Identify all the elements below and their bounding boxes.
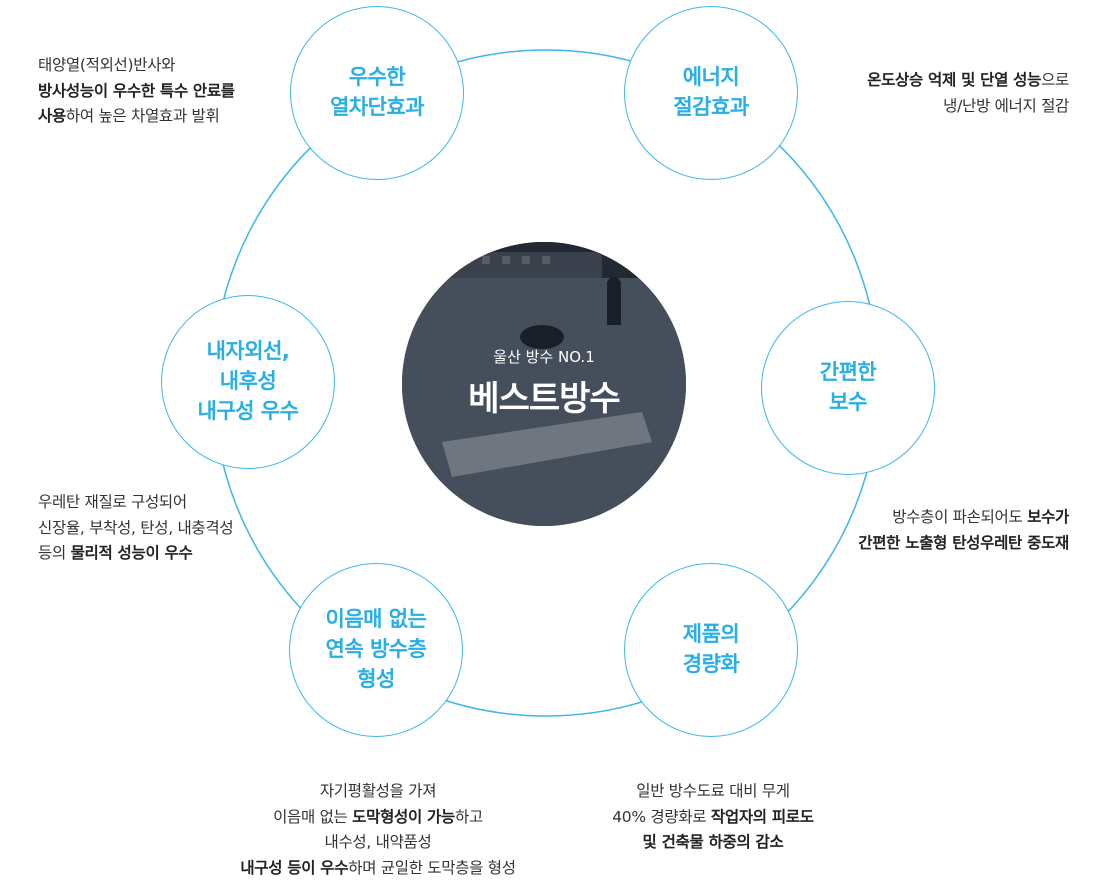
description-line: 온도상승 억제 및 단열 성능으로 (867, 68, 1069, 94)
description-line: 이음매 없는 도막형성이 가능하고 (198, 805, 558, 831)
description-line: 등의 물리적 성능이 우수 (38, 541, 233, 567)
description-highlight: 온도상승 억제 및 단열 성능 (867, 71, 1042, 89)
description-line: 신장율, 부착성, 탄성, 내충격성 (38, 516, 234, 542)
description-text: 하여 높은 차열효과 발휘 (65, 107, 220, 126)
feature-durability: 내자외선, 내후성 내구성 우수 (161, 295, 335, 469)
description-text: 우레탄 재질로 구성되어 (38, 493, 187, 511)
feature-title: 이음매 없는 연속 방수층 형성 (325, 607, 427, 691)
description-highlight: 작업자의 피로도 (710, 807, 814, 826)
description-line: 내수성, 내약품성 (198, 830, 558, 856)
description-line: 40% 경량화로 작업자의 피로도 (588, 805, 838, 831)
feature-title: 제품의 경량화 (682, 622, 740, 676)
description-line: 내구성 등이 우수하며 균일한 도막층을 형성 (198, 856, 558, 882)
description-highlight: 간편한 노출형 탄성우레탄 중도재 (858, 533, 1069, 552)
description-line: 일반 방수도료 대비 무게 (588, 779, 838, 805)
description-text: 신장율, 부착성, 탄성, 내충격성 (38, 518, 234, 537)
description-text: 으로 (1041, 71, 1069, 89)
description-line: 방사성능이 우수한 특수 안료를 (38, 79, 235, 105)
description-highlight: 보수가 (1027, 508, 1069, 526)
feature-seamless-layer: 이음매 없는 연속 방수층 형성 (289, 563, 463, 737)
description-text: 내수성, 내약품성 (324, 833, 432, 852)
feature-easy-repair: 간편한 보수 (761, 301, 935, 475)
description-line: 냉/난방 에너지 절감 (867, 94, 1069, 120)
hub-subtitle: 울산 방수 NO.1 (493, 348, 595, 366)
description-line: 태양열(적외선)반사와 (38, 53, 235, 79)
description-text: 하며 균일한 도막층을 형성 (348, 858, 516, 877)
description-text: 방수층이 파손되어도 (892, 508, 1028, 526)
description-line: 우레탄 재질로 구성되어 (38, 490, 233, 516)
description-highlight: 방사성능이 우수한 특수 안료를 (38, 81, 235, 100)
description-text: 이음매 없는 (273, 807, 353, 826)
feature-title: 내자외선, 내후성 내구성 우수 (197, 339, 299, 423)
feature-energy-saving: 에너지 절감효과 (624, 6, 798, 180)
hub-title: 베스트방수 (468, 379, 620, 419)
description-highlight: 및 건축물 하중의 감소 (642, 833, 784, 852)
description-highlight: 물리적 성능이 우수 (70, 544, 193, 563)
description-text: 등의 (38, 544, 71, 563)
description-line: 간편한 노출형 탄성우레탄 중도재 (858, 531, 1069, 557)
description-text: 하고 (454, 807, 483, 826)
description-highlight: 내구성 등이 우수 (240, 858, 349, 877)
center-hub: 울산 방수 NO.1 베스트방수 (402, 242, 686, 526)
description-highlight: 도막형성이 가능 (352, 807, 455, 826)
description-text: 냉/난방 에너지 절감 (943, 96, 1069, 115)
description-text: 태양열(적외선)반사와 (38, 56, 176, 74)
description-text: 자기평활성을 가져 (319, 782, 437, 800)
description-line: 사용하여 높은 차열효과 발휘 (38, 104, 235, 130)
rooftop-photo (402, 242, 686, 526)
description-text: 일반 방수도료 대비 무게 (636, 782, 790, 800)
description-line: 자기평활성을 가져 (198, 779, 558, 805)
description-line: 방수층이 파손되어도 보수가 (858, 505, 1069, 531)
feature-heat-blocking: 우수한 열차단효과 (290, 6, 464, 180)
description-highlight: 사용 (38, 107, 66, 126)
feature-lightweight: 제품의 경량화 (624, 563, 798, 737)
feature-title: 우수한 열차단효과 (329, 65, 425, 119)
description-text: 40% 경량화로 (612, 807, 711, 826)
description-line: 및 건축물 하중의 감소 (588, 830, 838, 856)
feature-title: 간편한 보수 (819, 360, 877, 414)
feature-title: 에너지 절감효과 (673, 65, 749, 119)
